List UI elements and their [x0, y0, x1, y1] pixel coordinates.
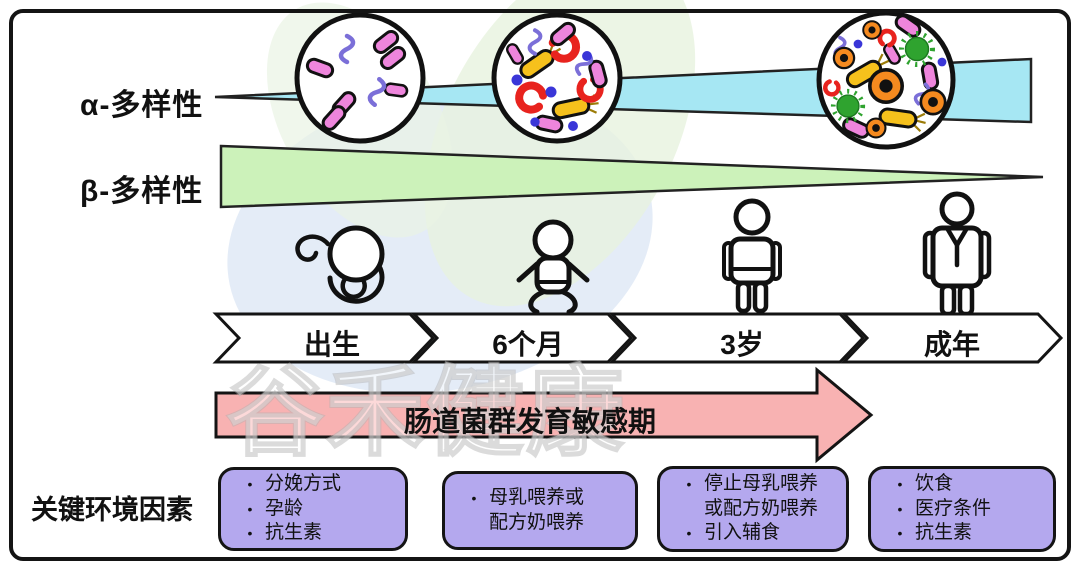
factor-box-adult: • 饮食 • 医疗条件 • 抗生素: [868, 466, 1056, 552]
factor-box-6months: • 母乳喂养或 配方奶喂养: [442, 471, 638, 550]
high-diversity-microbiota-circle: [816, 10, 956, 150]
factor-text: 或配方奶喂养: [704, 497, 819, 519]
list-item: • 孕龄: [235, 497, 397, 522]
bullet-icon: •: [686, 476, 692, 493]
timeline-stage-3years: 3岁: [720, 329, 764, 360]
bullet-icon: •: [897, 500, 903, 517]
timeline-segment-1: [212, 312, 436, 364]
list-item: • 停止母乳喂养: [674, 472, 838, 497]
medium-diversity-microbiota-circle: [491, 12, 623, 144]
sensitive-period-label: 肠道菌群发育敏感期: [403, 406, 656, 437]
bullet-icon: •: [897, 476, 903, 493]
factor-text: 引入辅食: [704, 522, 781, 544]
timeline-stage-birth: 出生: [303, 329, 360, 360]
timeline-band: [212, 312, 1064, 364]
list-item: • 饮食: [885, 472, 1045, 497]
list-item: • 分娩方式: [235, 472, 397, 497]
bullet-icon: •: [247, 500, 253, 517]
list-item: 或配方奶喂养: [674, 497, 838, 522]
list-item: • 医疗条件: [885, 497, 1045, 522]
toddler-icon: [722, 198, 782, 314]
timeline-stage-6months: 6个月: [492, 329, 564, 360]
timeline-segment-4: [840, 312, 1064, 364]
list-item: • 抗生素: [885, 521, 1045, 546]
bullet-icon: •: [247, 525, 253, 542]
sensitive-period-arrow: [214, 366, 874, 464]
beta-diversity-label: β-多样性: [80, 175, 204, 208]
low-diversity-microbiota-circle: [294, 12, 426, 144]
timeline-segment-3: [608, 312, 866, 364]
bullet-icon: •: [247, 476, 253, 493]
bullet-icon: •: [686, 525, 692, 542]
factor-box-3years: • 停止母乳喂养 或配方奶喂养 • 引入辅食: [657, 466, 849, 552]
factor-text: 医疗条件: [915, 497, 992, 519]
factor-text: 抗生素: [265, 522, 323, 544]
list-item: • 引入辅食: [674, 521, 838, 546]
background-logo: [227, 0, 696, 394]
factor-text: 孕龄: [265, 497, 304, 519]
list-item: 配方奶喂养: [459, 511, 627, 536]
factor-text: 分娩方式: [265, 473, 342, 495]
bullet-icon: •: [471, 490, 477, 506]
adult-icon: [922, 191, 992, 317]
timeline-stage-adult: 成年: [923, 329, 980, 360]
list-item: • 抗生素: [235, 521, 397, 546]
beta-diversity-wedge: [219, 144, 1044, 209]
factor-text: 停止母乳喂养: [704, 473, 819, 495]
alpha-diversity-label: α-多样性: [80, 89, 204, 122]
factor-text: 饮食: [915, 473, 954, 495]
factor-text: 配方奶喂养: [489, 511, 585, 533]
bullet-icon: •: [897, 525, 903, 542]
factor-box-birth: • 分娩方式 • 孕龄 • 抗生素: [218, 467, 408, 551]
factor-text: 母乳喂养或: [489, 487, 585, 508]
timeline-segment-2: [410, 312, 634, 364]
env-factors-label: 关键环境因素: [31, 495, 193, 525]
list-item: • 母乳喂养或: [459, 486, 627, 511]
baby-icon: [516, 219, 590, 315]
factor-text: 抗生素: [915, 522, 973, 544]
fetus-icon: [295, 225, 385, 304]
